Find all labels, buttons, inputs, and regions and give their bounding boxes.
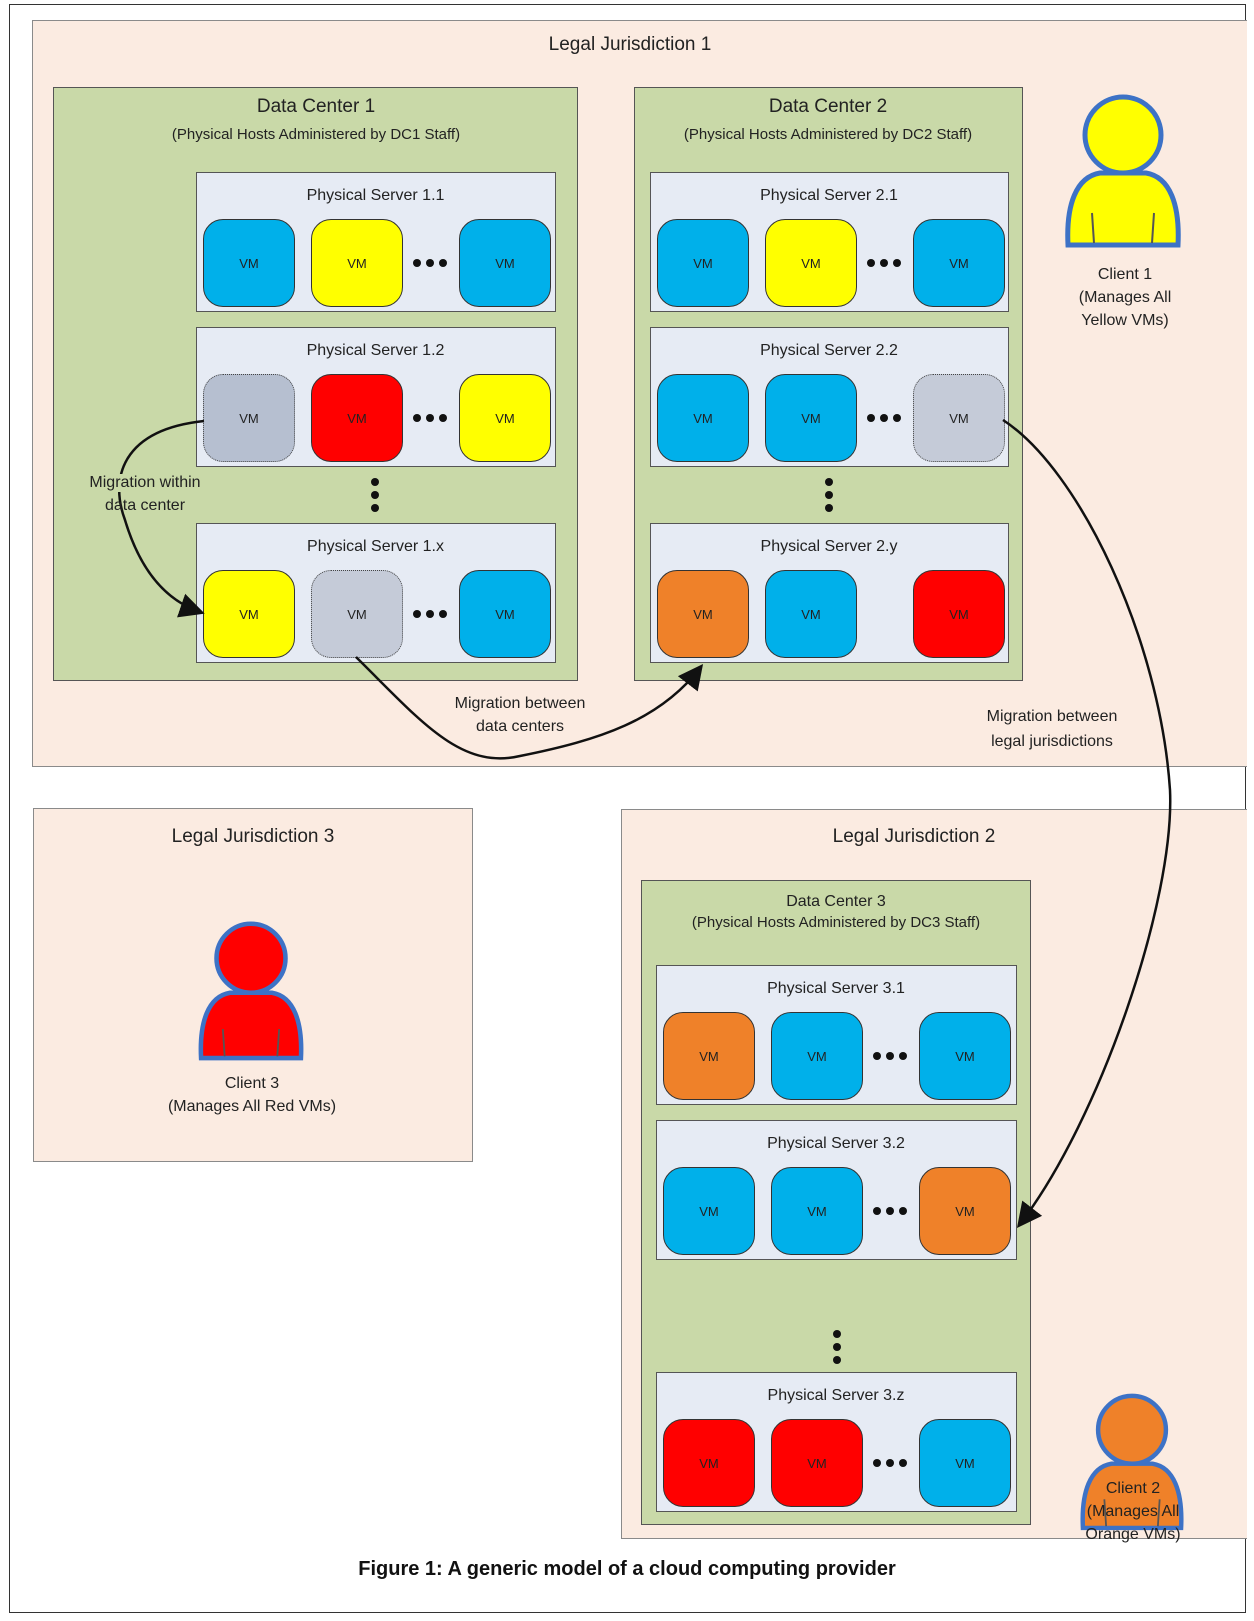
more-vms-dots: [413, 412, 449, 424]
migration-between-dc-arrow: [355, 656, 704, 760]
legal-jurisdiction-1-title: Legal Jurisdiction 1: [548, 34, 712, 55]
vm-yellow: VM: [203, 570, 295, 658]
more-vms-dots: [413, 257, 449, 269]
physical-server-title: Physical Server 1.1: [306, 187, 445, 204]
data-center-3-subtitle: (Physical Hosts Administered by DC3 Staf…: [691, 914, 981, 931]
client-1-label: Client 1: [1097, 266, 1153, 283]
more-vms-dots: [873, 1205, 909, 1217]
migration-between-dc-label: data centers: [475, 718, 565, 735]
vm-orange: VM: [657, 570, 749, 658]
migration-between-legal-label: legal jurisdictions: [991, 733, 1113, 750]
vm-red: VM: [771, 1419, 863, 1507]
vm-blue: VM: [663, 1167, 755, 1255]
data-center-3-title: Data Center 3: [786, 893, 886, 910]
vm-red: VM: [913, 570, 1005, 658]
data-center-2-title: Data Center 2: [768, 96, 888, 117]
vm-blue: VM: [657, 374, 749, 462]
more-vms-dots: [867, 412, 903, 424]
vm-red: VM: [663, 1419, 755, 1507]
data-center-1-title: Data Center 1: [256, 96, 376, 117]
client-3-label: Client 3: [224, 1075, 280, 1092]
client-1-person-icon: [1065, 94, 1181, 248]
vm-blue: VM: [459, 570, 551, 658]
physical-server-title: Physical Server 1.x: [307, 538, 444, 555]
vm-yellow: VM: [459, 374, 551, 462]
physical-server-title: Physical Server 2.2: [760, 342, 898, 359]
migration-within-arrow: [118, 419, 205, 618]
vm-blue: VM: [771, 1012, 863, 1100]
legal-jurisdiction-3-title: Legal Jurisdiction 3: [171, 826, 335, 847]
vm-red: VM: [311, 374, 403, 462]
vm-blue: VM: [765, 570, 857, 658]
client-1-desc: Yellow VMs): [1081, 312, 1169, 329]
vm-blue: VM: [919, 1012, 1011, 1100]
more-vms-dots: [413, 608, 449, 620]
vm-orange: VM: [919, 1167, 1011, 1255]
data-center-1-subtitle: (Physical Hosts Administered by DC1 Staf…: [171, 126, 461, 143]
more-vms-dots: [867, 257, 903, 269]
client-3-desc: (Manages All Red VMs): [167, 1098, 337, 1115]
legal-jurisdiction-2-title: Legal Jurisdiction 2: [832, 826, 996, 847]
more-servers-dots: [831, 1330, 843, 1366]
vm-ghost: VM: [913, 374, 1005, 462]
physical-server-title: Physical Server 2.y: [760, 538, 898, 555]
client-2-label: Client 2: [1105, 1480, 1161, 1497]
migration-between-legal-arrow: [1002, 418, 1172, 1228]
client-1-desc: (Manages All: [1078, 289, 1172, 306]
vm-ghost-dark: VM: [203, 374, 295, 462]
physical-server-title: Physical Server 3.z: [767, 1387, 905, 1404]
migration-between-legal-label: Migration between: [986, 708, 1118, 725]
physical-server-title: Physical Server 3.2: [767, 1135, 905, 1152]
migration-within-label: Migration within: [60, 474, 230, 492]
figure-caption: Figure 1: A generic model of a cloud com…: [358, 1558, 896, 1580]
data-center-2-subtitle: (Physical Hosts Administered by DC2 Staf…: [683, 126, 973, 143]
client-2-desc: Orange VMs): [1085, 1526, 1181, 1543]
migration-within-label: data center: [104, 497, 186, 514]
more-servers-dots: [823, 478, 835, 514]
physical-server-title: Physical Server 2.1: [760, 187, 898, 204]
vm-ghost: VM: [311, 570, 403, 658]
vm-yellow: VM: [765, 219, 857, 307]
vm-blue: VM: [459, 219, 551, 307]
vm-orange: VM: [663, 1012, 755, 1100]
vm-blue: VM: [765, 374, 857, 462]
vm-yellow: VM: [311, 219, 403, 307]
physical-server-title: Physical Server 1.2: [306, 342, 445, 359]
vm-blue: VM: [913, 219, 1005, 307]
more-vms-dots: [873, 1050, 909, 1062]
client-3-person-icon: [198, 921, 304, 1061]
physical-server-title: Physical Server 3.1: [767, 980, 905, 997]
vm-blue: VM: [771, 1167, 863, 1255]
vm-blue: VM: [203, 219, 295, 307]
migration-between-dc-label: Migration between: [454, 695, 586, 712]
vm-blue: VM: [919, 1419, 1011, 1507]
vm-blue: VM: [657, 219, 749, 307]
figure-frame: [9, 4, 1246, 1613]
client-2-desc: (Manages All: [1086, 1503, 1180, 1520]
more-servers-dots: [369, 478, 381, 514]
client-2-person-icon: [1080, 1393, 1184, 1531]
more-vms-dots: [873, 1457, 909, 1469]
